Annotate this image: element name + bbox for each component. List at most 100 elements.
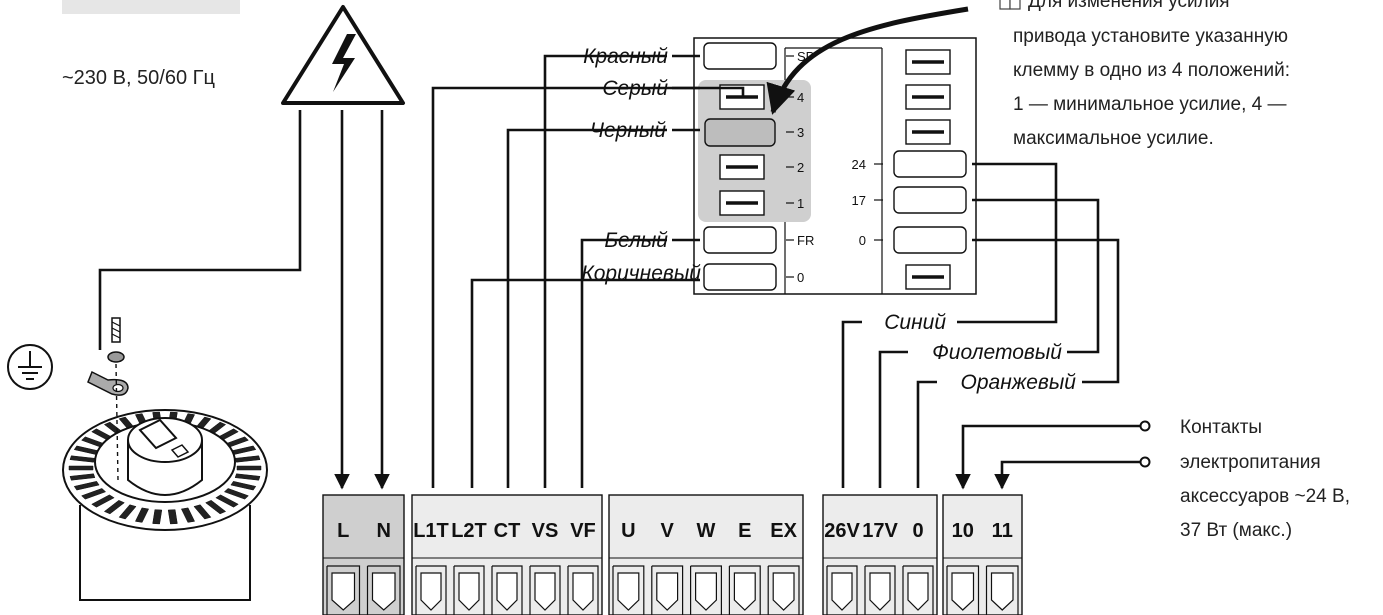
transformer-secondary-tab <box>893 226 967 254</box>
terminal-point-icon <box>1139 420 1151 432</box>
book-icon <box>999 0 1021 10</box>
note-line: Для изменения усилия <box>1028 0 1230 12</box>
terminal-label: N <box>377 520 391 542</box>
heat-sink-fin <box>205 500 227 515</box>
transformer-pin-label: 1 <box>797 196 804 211</box>
heat-sink-fin <box>152 509 163 525</box>
note-line: 1 — минимальное усилие, 4 — <box>1013 94 1287 115</box>
heat-sink-fin <box>236 465 262 471</box>
note-line: клемму в одно из 4 положений: <box>1013 60 1290 81</box>
terminal-label: U <box>621 520 635 542</box>
terminal-screw-slot <box>767 565 800 615</box>
wire-label-brown: Коричневый <box>581 262 701 285</box>
terminal-screw-slot <box>690 565 722 615</box>
top-strip <box>62 0 240 14</box>
force-setting-zone <box>698 80 811 222</box>
wires <box>98 6 1151 490</box>
wire-label-white: Белый <box>604 229 668 252</box>
terminal-label: W <box>697 520 716 542</box>
wire-label-violet: Фиолетовый <box>932 341 1062 364</box>
wire-label-black: Черный <box>590 119 667 142</box>
heat-sink-fin <box>118 504 137 520</box>
terminal-screw-slot <box>612 565 645 615</box>
wire-label-orange: Оранжевый <box>961 371 1077 394</box>
accessories-note-line: аксессуаров ~24 В, <box>1180 486 1350 507</box>
heat-sink-fin <box>81 488 107 500</box>
terminal-label: 11 <box>992 520 1013 542</box>
terminal-screw-slot <box>491 565 523 615</box>
terminal-screw-slot <box>864 565 896 615</box>
transformer-secondary-tab <box>893 186 967 214</box>
terminal-label: E <box>738 520 751 542</box>
force-note: Для изменения усилия привода установите … <box>1013 0 1290 149</box>
heat-sink-fin <box>103 500 125 515</box>
transformer-secondary-label: 0 <box>859 233 866 248</box>
terminal-screw-slot <box>728 565 761 615</box>
note-line: привода установите указанную <box>1013 26 1288 47</box>
terminal-screw-slot <box>453 565 485 615</box>
terminal-label: EX <box>770 520 797 542</box>
heat-sink-fin <box>69 473 96 481</box>
terminal-screw-slot <box>946 565 980 615</box>
terminal-label: VS <box>532 520 559 542</box>
terminal-screw-slot <box>366 565 401 615</box>
heat-sink-fin <box>234 473 261 481</box>
terminal-block-acc: 10 11 <box>942 494 1023 615</box>
terminal-label: 26V <box>824 520 860 542</box>
accessories-note-line: Контакты <box>1180 417 1262 438</box>
terminal-label: 0 <box>912 520 923 542</box>
transformer-pin-label: 3 <box>797 125 804 140</box>
terminal-screw-slot <box>415 565 447 615</box>
terminal-label: VF <box>570 520 596 542</box>
terminal-screw-slot <box>651 565 684 615</box>
heat-sink-fin <box>73 481 100 491</box>
transformer-pin-label: FR <box>797 233 814 248</box>
wire-label-grey: Серый <box>602 77 668 100</box>
terminal-label: V <box>661 520 675 542</box>
heat-sink-fin <box>68 465 94 471</box>
terminal-label: 17V <box>862 520 898 542</box>
heat-sink-fin <box>234 455 261 463</box>
heat-sink-fin <box>91 494 115 508</box>
terminal-screw-slot <box>826 565 858 615</box>
terminal-label: CT <box>494 520 521 542</box>
supply-label: ~230 В, 50/60 Гц <box>62 67 215 89</box>
terminal-screw-slot <box>529 565 561 615</box>
transformer-secondary-label: 24 <box>852 157 866 172</box>
accessories-note-line: 37 Вт (макс.) <box>1180 520 1292 541</box>
heat-sink-fin <box>193 504 212 520</box>
terminal-point-icon <box>1139 456 1151 468</box>
terminal-screw-slot <box>567 565 599 615</box>
high-voltage-warning-icon <box>281 5 405 105</box>
transformer-tab <box>703 226 777 254</box>
accessories-note-line: электропитания <box>1180 452 1321 473</box>
terminal-label: L2T <box>451 520 487 542</box>
transformer-pin-label: 0 <box>797 270 804 285</box>
terminal-label: L <box>337 520 349 542</box>
transformer-tab-selected <box>704 118 776 147</box>
wire-label-blue: Синий <box>884 311 946 334</box>
heat-sink-fin <box>167 509 178 525</box>
transformer-tab <box>703 42 777 70</box>
motor-illustration <box>62 317 268 601</box>
heat-sink-fin <box>215 494 239 508</box>
heat-sink-fin <box>134 507 150 523</box>
terminal-label: L1T <box>413 520 449 542</box>
transformer-tab <box>703 263 777 291</box>
terminal-screw-slot <box>985 565 1019 615</box>
transformer-secondary-tab <box>893 150 967 178</box>
transformer-secondary-label: 17 <box>852 193 866 208</box>
ground-icon <box>7 344 53 390</box>
wire-label-red: Красный <box>583 45 668 68</box>
accessories-note: Контакты электропитания аксессуаров ~24 … <box>1180 417 1350 541</box>
heat-sink-fin <box>180 507 196 523</box>
terminal-label: 10 <box>952 520 974 542</box>
terminal-screw-slot <box>326 565 361 615</box>
